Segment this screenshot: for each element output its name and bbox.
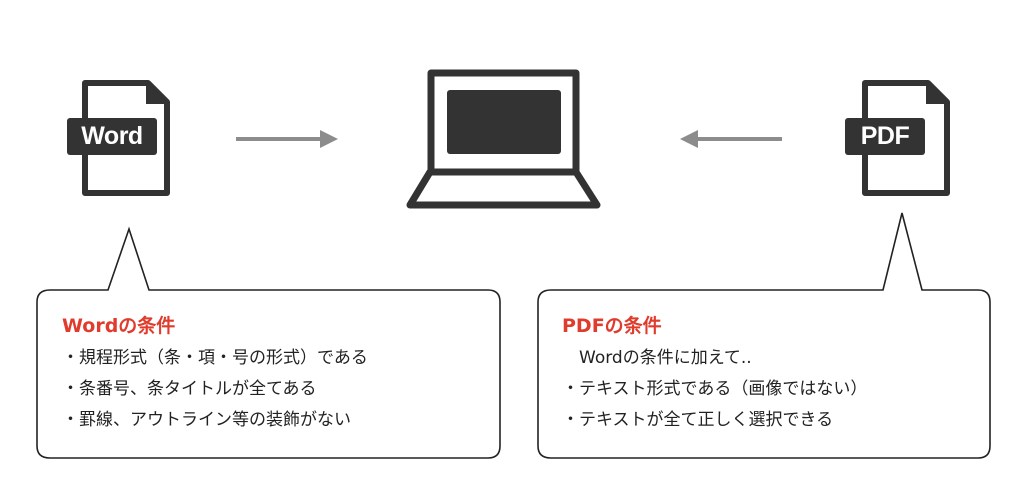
laptop-icon bbox=[406, 69, 601, 209]
word-conditions: Wordの条件 ・規程形式（条・項・号の形式）である ・条番号、条タイトルが全て… bbox=[62, 313, 368, 436]
pdf-condition-item: ・テキストが全て正しく選択できる bbox=[562, 410, 834, 430]
word-condition-item: ・規程形式（条・項・号の形式）である bbox=[62, 348, 368, 368]
pdf-conditions-title: PDFの条件 bbox=[562, 315, 662, 337]
pdf-condition-intro: Wordの条件に加えて.. bbox=[562, 348, 752, 368]
arrow-left-icon bbox=[680, 130, 782, 148]
word-label: Word bbox=[67, 118, 157, 155]
arrow-right-icon bbox=[236, 130, 338, 148]
pdf-condition-item: ・テキスト形式である（画像ではない） bbox=[562, 379, 868, 399]
word-condition-item: ・条番号、条タイトルが全てある bbox=[62, 379, 317, 399]
word-conditions-title: Wordの条件 bbox=[62, 315, 176, 337]
pdf-speech-bubble bbox=[537, 212, 991, 459]
pdf-conditions: PDFの条件 Wordの条件に加えて.. ・テキスト形式である（画像ではない） … bbox=[562, 313, 867, 436]
pdf-label: PDF bbox=[845, 118, 925, 155]
word-speech-bubble bbox=[36, 226, 501, 459]
word-condition-item: ・罫線、アウトライン等の装飾がない bbox=[62, 410, 351, 430]
